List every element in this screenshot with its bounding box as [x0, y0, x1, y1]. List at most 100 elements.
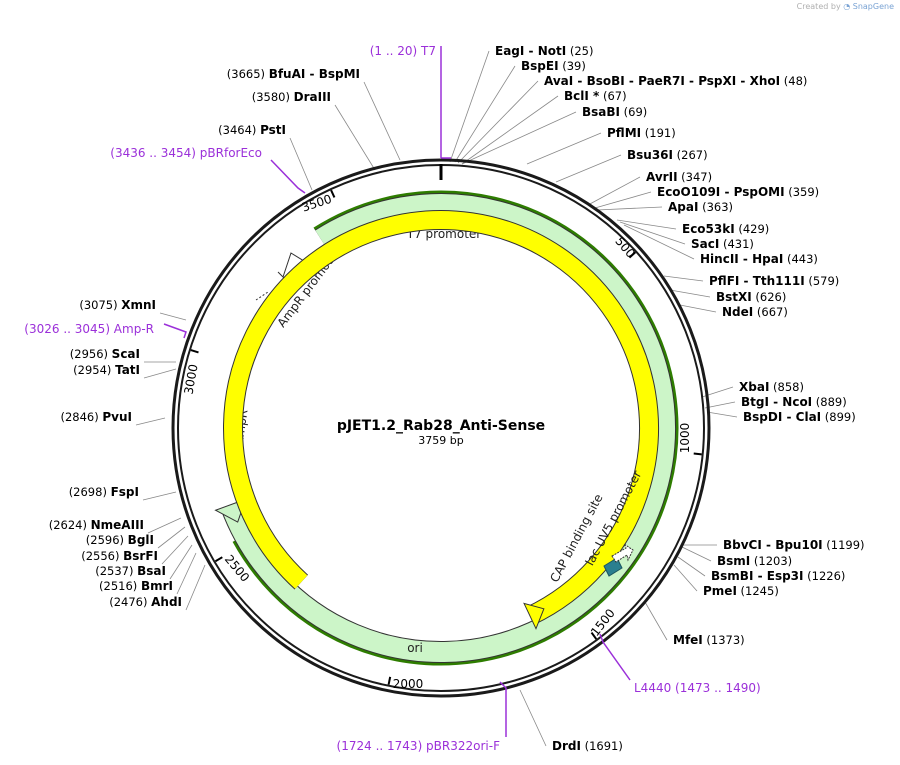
- site-label: (2476) AhdI: [109, 595, 182, 609]
- primer-label: L4440 (1473 .. 1490): [634, 681, 761, 695]
- site-leader: [681, 546, 712, 562]
- ori-fill-arc: [224, 211, 658, 625]
- site-label: BclI * (67): [564, 89, 627, 103]
- site-leader: [704, 401, 736, 409]
- primer-label: (1724 .. 1743) pBR322ori-F: [337, 739, 501, 753]
- site-label: SacI (431): [691, 237, 754, 251]
- site-label: DrdI (1691): [552, 739, 623, 753]
- site-label: Bsu36I (267): [627, 148, 708, 162]
- credit-brand: SnapGene: [852, 2, 894, 11]
- site-leader: [677, 556, 706, 577]
- primer-label: (3436 .. 3454) pBRforEco: [110, 146, 262, 160]
- site-label: (2846) PvuI: [60, 410, 132, 424]
- site-label: (3075) XmnI: [79, 298, 156, 312]
- site-leader: [454, 65, 516, 163]
- site-label: (2516) BmrI: [99, 579, 173, 593]
- site-leader: [449, 50, 490, 163]
- site-label: (2956) ScaI: [70, 347, 140, 361]
- plasmid-name: pJET1.2_Rab28_Anti-Sense: [337, 418, 545, 434]
- site-leader: [587, 176, 641, 206]
- tick-mark: [693, 452, 702, 456]
- site-label: (2537) BsaI: [95, 564, 166, 578]
- primer-mark: [499, 681, 507, 737]
- credit-prefix: Created by: [796, 2, 841, 11]
- tick-mark: [628, 251, 637, 259]
- plasmid-size: 3759 bp: [418, 434, 463, 447]
- site-leader: [363, 81, 401, 161]
- tick-mark: [330, 189, 336, 198]
- ampr-split-mark: [255, 291, 269, 301]
- lacuv5-arrow: [611, 542, 634, 563]
- site-leader: [619, 221, 686, 245]
- site-label: PflFI - Tth111I (579): [709, 274, 839, 288]
- site-label: EagI - NotI (25): [495, 44, 593, 58]
- site-leader: [161, 535, 189, 565]
- backbone-outer-ring: [171, 158, 711, 698]
- site-label: ApaI (363): [668, 200, 733, 214]
- primer-mark: [270, 159, 306, 194]
- site-leader: [143, 368, 177, 379]
- site-labels: EagI - NotI (25)BspEI (39)AvaI - BsoBI -…: [49, 44, 865, 753]
- site-label: BsaBI (69): [582, 105, 647, 119]
- snapgene-logo-icon: ◔: [843, 2, 851, 11]
- site-label: (3665) BfuAI - BspMI: [227, 67, 360, 81]
- site-leader: [594, 191, 652, 209]
- cap-site-box: [603, 557, 623, 577]
- tick-label: 1000: [678, 423, 692, 454]
- site-label: BbvCI - Bpu10I (1199): [723, 538, 865, 552]
- tick-label: 500: [612, 234, 637, 261]
- site-leader: [526, 132, 602, 165]
- site-label: EcoO109I - PspOMI (359): [657, 185, 819, 199]
- site-label: (2556) BsrFI: [81, 549, 158, 563]
- site-label: (2624) NmeAIII: [49, 518, 144, 532]
- tick-mark: [590, 631, 598, 640]
- site-leader: [644, 601, 668, 641]
- site-label: BspDI - ClaI (899): [743, 410, 856, 424]
- tick-mark: [387, 676, 392, 685]
- primer-label: (3026 .. 3045) Amp-R: [24, 322, 154, 336]
- tick-label: 3500: [300, 192, 333, 215]
- site-label: AvaI - BsoBI - PaeR7I - PspXI - XhoI (48…: [544, 74, 807, 88]
- site-leader: [706, 411, 738, 418]
- site-label: PmeI (1245): [703, 584, 779, 598]
- ampr-fill-arc: [221, 194, 675, 662]
- site-leader-lines: [135, 50, 738, 747]
- site-label: PflMI (191): [607, 126, 676, 140]
- site-label: NdeI (667): [722, 305, 788, 319]
- site-leader: [461, 111, 577, 165]
- site-leader: [185, 564, 206, 611]
- site-leader: [457, 80, 539, 164]
- tick-label: 2000: [393, 677, 424, 691]
- site-leader: [159, 312, 187, 321]
- site-leader: [673, 564, 698, 592]
- site-leader: [461, 95, 559, 165]
- primer-marks: (1 .. 20) T7(3436 .. 3454) pBRforEco(302…: [24, 44, 760, 753]
- site-leader: [679, 304, 717, 313]
- site-leader: [176, 552, 197, 595]
- site-leader: [135, 417, 166, 426]
- snapgene-credit: Created by ◔ SnapGene: [797, 2, 894, 11]
- site-label: (3580) DraIII: [252, 90, 331, 104]
- site-leader: [663, 275, 704, 282]
- tick-mark: [214, 556, 223, 563]
- primer-mark: [440, 46, 451, 159]
- ori-arrowhead: [523, 602, 545, 630]
- site-label: BspEI (39): [521, 59, 586, 73]
- site-label: BtgI - NcoI (889): [741, 395, 847, 409]
- site-leader: [169, 544, 193, 580]
- site-label: (2698) FspI: [69, 485, 139, 499]
- site-leader: [519, 689, 547, 747]
- primer-mark: [599, 633, 631, 681]
- site-leader: [157, 526, 186, 549]
- tick-mark: [190, 349, 199, 354]
- tick-label: 3000: [182, 363, 201, 396]
- site-leader: [555, 154, 622, 183]
- site-leader: [669, 289, 711, 298]
- site-label: HincII - HpaI (443): [700, 252, 818, 266]
- site-label: MfeI (1373): [673, 633, 745, 647]
- site-label: AvrII (347): [646, 170, 712, 184]
- ampr-highlight-arc: [232, 190, 679, 666]
- site-label: (2596) BglI: [86, 533, 154, 547]
- site-label: Eco53kI (429): [682, 222, 769, 236]
